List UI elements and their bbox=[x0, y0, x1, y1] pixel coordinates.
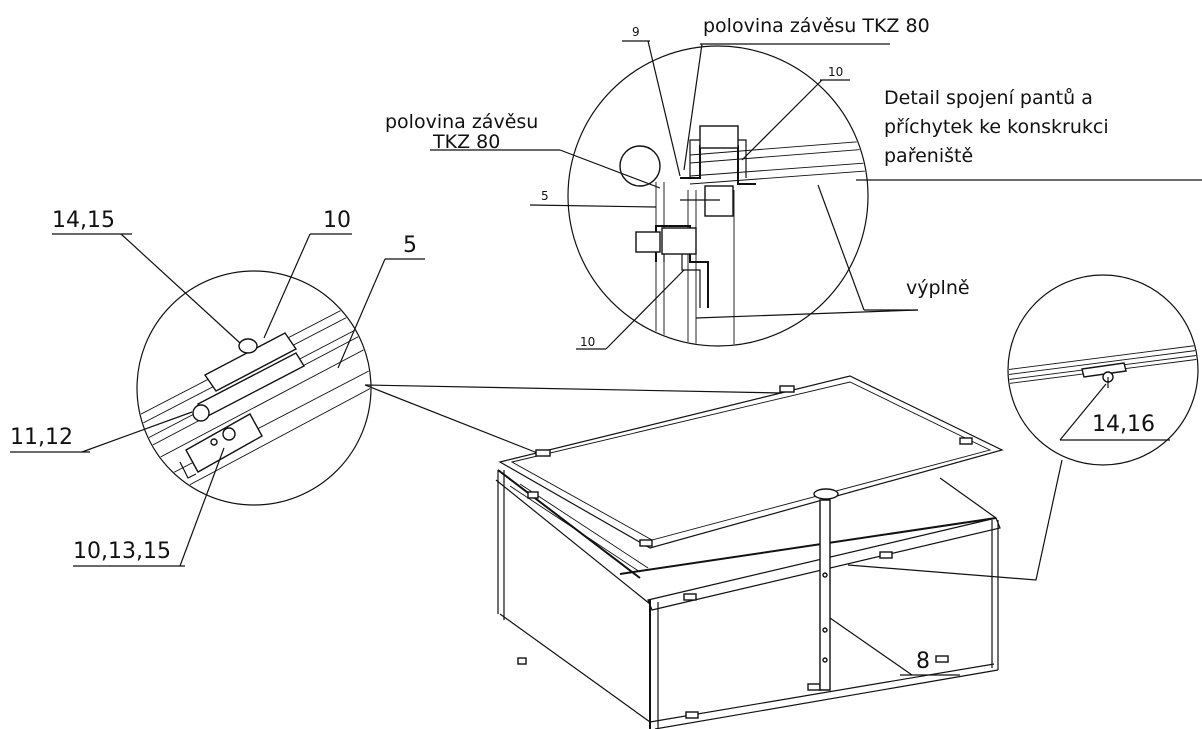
right-detail-circle bbox=[1007, 274, 1199, 466]
hinge-half-top: polovina závěsu TKZ 80 bbox=[703, 15, 930, 37]
detail-line2: příchytek ke konskrukci bbox=[884, 116, 1109, 138]
top-callouts: 9 polovina závěsu TKZ 80 polovina závěsu… bbox=[385, 15, 1202, 350]
bolt-head-icon bbox=[238, 338, 258, 354]
callout-10-bottom: 10 bbox=[580, 335, 595, 349]
callout-5-top: 5 bbox=[541, 189, 549, 203]
top-detail bbox=[567, 45, 869, 347]
callout-10-left: 10 bbox=[323, 208, 351, 233]
callout-8-group: 8 bbox=[829, 617, 960, 676]
left-detail bbox=[136, 270, 372, 506]
bolt-shank-icon bbox=[704, 185, 734, 217]
left-callouts: 14,15 10 5 11,12 10,13,15 bbox=[10, 208, 425, 567]
right-detail-leader bbox=[847, 459, 1063, 581]
nut-icon bbox=[222, 427, 236, 441]
left-detail-leader-2 bbox=[364, 384, 783, 394]
callout-11-12: 11,12 bbox=[10, 425, 73, 450]
top-detail-section bbox=[619, 125, 867, 345]
callout-9: 9 bbox=[632, 25, 640, 39]
callout-10-top: 10 bbox=[828, 65, 843, 79]
left-detail-profile bbox=[138, 284, 370, 504]
callout-10-13-15: 10,13,15 bbox=[73, 539, 171, 564]
callout-5-left: 5 bbox=[403, 233, 417, 258]
lid-frame bbox=[498, 375, 1004, 549]
left-detail-leader bbox=[364, 384, 541, 455]
nut-lower-icon bbox=[661, 227, 697, 255]
prop-stay bbox=[819, 499, 831, 691]
nut-top-icon bbox=[699, 125, 739, 149]
fill-label: výplně bbox=[906, 277, 970, 299]
detail-line3: pařeniště bbox=[884, 145, 973, 167]
front-bottom-rail bbox=[649, 663, 995, 723]
callout-8: 8 bbox=[916, 649, 930, 674]
hinge-half-left-line1: polovina závěsu bbox=[385, 111, 538, 133]
callout-14-16: 14,16 bbox=[1092, 412, 1155, 437]
top-detail-circle bbox=[567, 45, 869, 347]
right-detail-profile bbox=[1009, 344, 1197, 388]
cold-frame bbox=[495, 375, 1004, 729]
hinge-half-left-line2: TKZ 80 bbox=[432, 131, 500, 153]
detail-line1: Detail spojení pantů a bbox=[884, 87, 1093, 109]
callout-14-15: 14,15 bbox=[52, 208, 115, 233]
prop-handle-icon bbox=[813, 488, 839, 500]
right-detail: 14,16 bbox=[1007, 274, 1199, 466]
